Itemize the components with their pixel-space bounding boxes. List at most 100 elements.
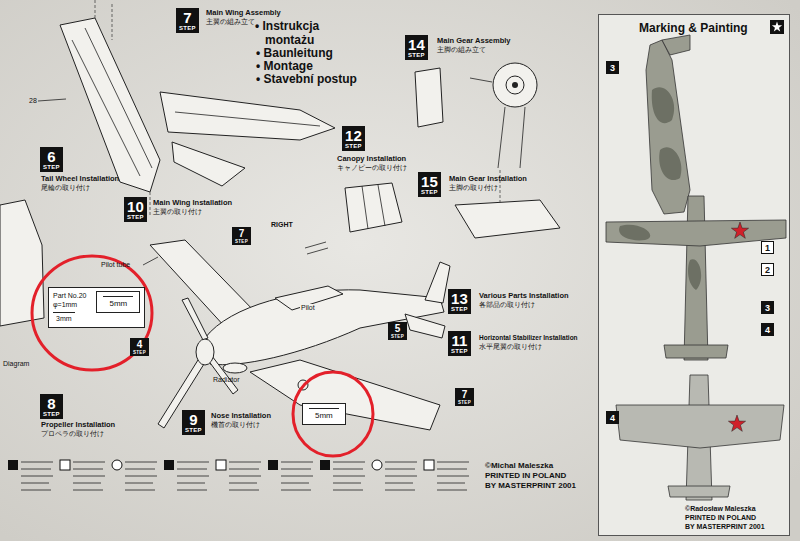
language-heading: • Instrukcja montażu (255, 20, 366, 48)
step-title: Canopy Installation (336, 155, 407, 164)
wing-detail (175, 112, 320, 126)
part-label: Pilot tube (100, 261, 131, 269)
step-number: 6 (47, 149, 55, 164)
legend-text-lines (437, 462, 469, 490)
marking-option-box: 2 (761, 263, 774, 276)
panel-title: Marking & Painting (599, 15, 789, 35)
red-highlight-circle (293, 372, 373, 456)
bottom-view-stabilizer (668, 486, 730, 497)
step-title: Propeller Installation (40, 421, 116, 430)
dimension-value: 5mm (309, 408, 339, 421)
step-badge: 9STEP (182, 410, 205, 435)
step-title-jp: キャノピーの取り付け (336, 164, 408, 172)
step-title-jp: 主脚の取り付け (448, 184, 499, 192)
marking-option-number: 4 (610, 413, 615, 423)
leader-line (38, 99, 66, 101)
step-number: 11 (452, 333, 468, 348)
tail-fin (0, 200, 44, 326)
step-number: 7 (183, 10, 191, 25)
legend-icon (268, 460, 278, 470)
symbol-legend-item (112, 460, 157, 490)
step-title-jp: 水平尾翼の取り付け (478, 343, 543, 351)
step-word: STEP (43, 411, 60, 418)
step-word: STEP (345, 143, 362, 150)
side-view-tail (662, 35, 690, 55)
legend-icon (164, 460, 174, 470)
hole-diameter: φ=1mm (53, 300, 77, 309)
part-label: RIGHT (270, 221, 294, 229)
step-title-jp: プロペラの取り付け (40, 430, 105, 438)
step-title-jp: 尾輪の取り付け (40, 184, 91, 192)
symbol-legend-item (372, 460, 417, 490)
fuselage (205, 290, 444, 365)
credit: PRINTED IN POLAND (484, 471, 567, 480)
legend-text-lines (125, 462, 157, 490)
propeller-blade (158, 360, 204, 428)
wing-panel (60, 18, 160, 192)
gear-strut (470, 78, 525, 168)
step-title-jp: 各部品の取り付け (478, 301, 536, 309)
symbol-legend-item (268, 460, 313, 490)
margin-note: Diagram (2, 360, 30, 368)
marking-option-box: 4 (761, 323, 774, 336)
step-number: 7 (462, 390, 468, 400)
step-number: 9 (189, 412, 197, 427)
step-word: STEP (451, 348, 468, 355)
step-word: STEP (458, 400, 471, 405)
step-word: STEP (421, 189, 438, 196)
canopy-frame (362, 185, 385, 229)
marking-option-number: 4 (765, 325, 770, 335)
step-badge: 6STEP (40, 147, 63, 172)
dimension-box: 5mm (96, 291, 140, 313)
language-heading: • Montage (255, 60, 314, 74)
marking-option-number: 3 (610, 63, 615, 73)
wing-part (172, 142, 245, 186)
step-badge: 11STEP (448, 331, 471, 356)
credit: ©Michal Maleszka (484, 461, 554, 470)
legend-text-lines (333, 462, 365, 490)
step-title: Tail Wheel Installation (40, 175, 120, 184)
step-badge: 7STEP (232, 227, 251, 245)
step-word: STEP (133, 350, 146, 355)
legend-icon (112, 460, 122, 470)
propeller-blade (182, 298, 208, 340)
camouflage-pattern (619, 225, 701, 290)
panel-icon-star (772, 22, 782, 32)
step-badge: 5STEP (388, 322, 407, 340)
legend-icon (8, 460, 18, 470)
step-number: 13 (451, 291, 468, 306)
red-highlight-circle (32, 256, 152, 370)
step-number: 14 (408, 37, 425, 52)
credit: BY MASTERPRINT 2001 (484, 481, 577, 490)
symbol-legend-item (320, 460, 365, 490)
marking-option-number: 1 (765, 243, 770, 253)
machine-gun-part (305, 242, 328, 254)
step-title: Main Wing Installation (152, 199, 233, 208)
wheel-axle (512, 82, 518, 88)
language-heading: • Stavební postup (255, 73, 358, 87)
step-badge: 4STEP (130, 338, 149, 356)
panel-ground (598, 14, 790, 536)
step-badge: 10STEP (124, 197, 147, 222)
red-star-insignia (728, 415, 745, 431)
step-badge: 7STEP (455, 388, 474, 406)
credit: PRINTED IN POLAND (684, 514, 757, 522)
gear-door (415, 68, 443, 127)
step-word: STEP (185, 427, 202, 434)
step-word: STEP (179, 25, 196, 32)
legend-icon (424, 460, 434, 470)
step-word: STEP (43, 164, 60, 171)
language-heading: • Baunleitung (255, 47, 334, 61)
symbol-legend-item (8, 460, 53, 490)
marking-option-box: 3 (606, 61, 619, 74)
part-number: Part No.20 (53, 291, 86, 300)
legend-text-lines (385, 462, 417, 490)
step-number: 12 (345, 128, 362, 143)
step-title-jp: 主翼の組み立て (205, 18, 256, 26)
wheel-hub (506, 76, 524, 94)
credit: ©Radosław Maleszka (684, 505, 757, 513)
step-badge: 12STEP (342, 126, 365, 151)
step-word: STEP (408, 52, 425, 59)
legend-icon (216, 460, 226, 470)
right-wing (250, 360, 440, 430)
